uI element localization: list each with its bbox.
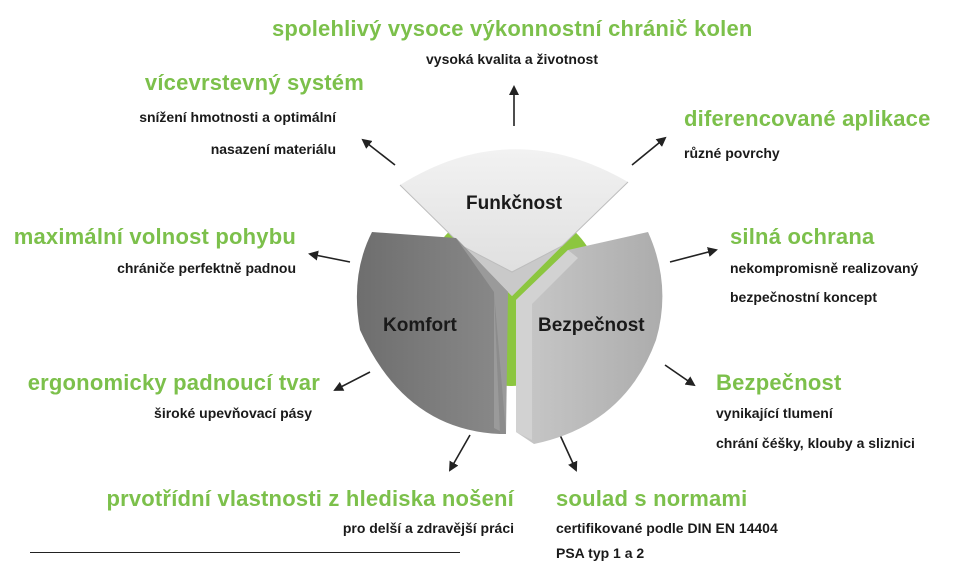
feature-mid-left-line-1: chrániče perfektně padnou	[117, 260, 296, 276]
arrows	[308, 85, 718, 472]
feature-bottom-left-title: prvotřídní vlastnosti z hlediska nošení	[106, 486, 514, 511]
feature-mid-right-title: silná ochrana	[730, 224, 875, 249]
feature-bottom-right-title: soulad s normami	[556, 486, 748, 511]
segment-right	[516, 232, 663, 444]
feature-upper-left-line-2: nasazení materiálu	[210, 141, 336, 157]
segment-left-label: Komfort	[383, 315, 458, 336]
feature-low-right-line-1: vynikající tlumení	[716, 405, 833, 421]
arrow-bottom-right	[559, 434, 578, 472]
feature-low-right-title: Bezpečnost	[716, 370, 842, 395]
feature-low-left-title: ergonomicky padnoucí tvar	[27, 370, 320, 395]
feature-upper-right-line-1: různé povrchy	[684, 145, 780, 161]
feature-bottom-right-line-2: PSA typ 1 a 2	[556, 545, 645, 561]
arrow-low-left	[333, 371, 371, 391]
arrow-upper-right	[631, 136, 667, 166]
feature-upper-left-line-1: snížení hmotnosti a optimální	[139, 109, 336, 125]
segment-right-label: Bezpečnost	[538, 315, 645, 336]
feature-top-line-1: vysoká kvalita a životnost	[426, 51, 598, 67]
arrow-bottom-left	[449, 434, 471, 472]
feature-bottom-right-line-1: certifikované podle DIN EN 14404	[556, 520, 778, 536]
feature-mid-left-title: maximální volnost pohybu	[13, 224, 296, 249]
bottom-rule	[30, 552, 460, 553]
feature-bottom-left-line-1: pro delší a zdravější práci	[342, 520, 514, 536]
feature-upper-left-title: vícevrstevný systém	[144, 70, 364, 95]
feature-mid-right-line-1: nekompromisně realizovaný	[730, 260, 919, 276]
segment-top-label: Funkčnost	[466, 193, 563, 214]
feature-mid-right-line-2: bezpečnostní koncept	[730, 289, 878, 305]
feature-low-left-line-1: široké upevňovací pásy	[154, 405, 312, 421]
segment-top	[399, 149, 629, 296]
feature-top-title: spolehlivý vysoce výkonnostní chránič ko…	[272, 16, 753, 41]
arrow-upper-left	[361, 138, 396, 166]
arrow-mid-left	[308, 250, 351, 263]
segment-left	[356, 232, 508, 434]
feature-low-right-line-2: chrání čéšky, klouby a sliznici	[716, 435, 915, 451]
arrow-mid-right	[669, 247, 718, 263]
arrow-low-right	[664, 364, 696, 387]
feature-upper-right-title: diferencované aplikace	[684, 106, 931, 131]
